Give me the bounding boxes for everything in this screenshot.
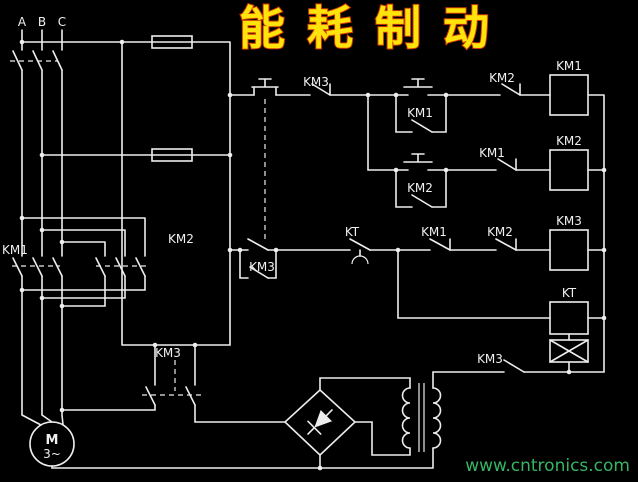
power-circuit: A B C KM1 KM2 M 3~ <box>2 15 194 467</box>
start-button-forward <box>403 78 433 88</box>
km1-coil-label: KM1 <box>556 59 582 73</box>
km1-main-label: KM1 <box>2 243 28 257</box>
kt-delay-box <box>549 339 589 363</box>
km2-main-contacts: KM2 <box>95 232 194 277</box>
km1-interlock-label: KM1 <box>479 146 505 160</box>
bridge-rectifier <box>283 388 357 457</box>
phase-c-label: C <box>58 15 66 29</box>
km1-selfhold-contact: KM1 <box>407 106 433 133</box>
brake-wires <box>51 344 434 469</box>
fuse-1 <box>151 35 193 49</box>
km3-coil-label: KM3 <box>556 214 582 228</box>
km3-interlock-row1: KM3 <box>303 75 331 96</box>
km1-coil: KM1 <box>549 59 589 116</box>
diode-icon <box>307 409 333 435</box>
kt-coil: KT <box>549 286 589 363</box>
km2-interlock-label: KM2 <box>489 71 515 85</box>
fuse-2 <box>151 148 193 162</box>
km3-transformer-contact: KM3 <box>477 352 525 373</box>
km1-main-contacts: KM1 <box>2 243 63 277</box>
km2-selfhold-contact: KM2 <box>407 181 433 208</box>
kt-coil-label: KT <box>562 286 577 300</box>
knife-switch <box>10 50 63 71</box>
power-wires <box>21 29 146 426</box>
page-title: 能耗制动 <box>239 1 511 55</box>
phase-a-label: A <box>18 15 27 29</box>
transformer <box>401 383 442 452</box>
km3-transformer-label: KM3 <box>477 352 503 366</box>
motor-letter: M <box>46 433 59 448</box>
transformer-primary-winding <box>432 387 442 449</box>
km2-interlock-row3: KM2 <box>487 225 517 251</box>
transformer-core <box>418 383 425 452</box>
km3-selfhold-contact: KM3 <box>249 260 275 279</box>
transformer-secondary-winding <box>401 387 411 449</box>
km3-dc-contacts: KM3 <box>142 346 204 406</box>
motor: M 3~ <box>29 421 75 467</box>
rectifier-diamond <box>283 388 357 457</box>
brake-button-contact <box>247 238 269 251</box>
km1-interlock-row3: KM1 <box>421 225 451 251</box>
km2-coil-label: KM2 <box>556 134 582 148</box>
km3-coil-symbol <box>549 229 589 271</box>
kt-delay-contact: KT <box>345 225 371 265</box>
motor-phases: 3~ <box>43 447 61 461</box>
km3-dc-label: KM3 <box>155 346 181 360</box>
km2-selfhold-label: KM2 <box>407 181 433 195</box>
phase-b-label: B <box>38 15 46 29</box>
km2-coil-symbol <box>549 149 589 191</box>
km3-interlock-label: KM3 <box>303 75 329 89</box>
km1-interlock-row2: KM1 <box>479 146 517 171</box>
km2-interlock-row3-label: KM2 <box>487 225 513 239</box>
km3-coil: KM3 <box>549 214 589 271</box>
stop-button <box>251 78 279 240</box>
km1-selfhold-label: KM1 <box>407 106 433 120</box>
control-wires <box>21 41 605 389</box>
km1-interlock-row3-label: KM1 <box>421 225 447 239</box>
watermark: www.cntronics.com <box>465 456 630 476</box>
junction-dots <box>19 39 607 471</box>
kt-coil-symbol <box>549 301 589 335</box>
km2-interlock-row1: KM2 <box>489 71 521 96</box>
start-button-reverse <box>403 153 433 163</box>
km3-selfhold-label: KM3 <box>249 260 275 274</box>
km2-main-label: KM2 <box>168 232 194 246</box>
km2-coil: KM2 <box>549 134 589 191</box>
kt-contact-label: KT <box>345 225 360 239</box>
km1-coil-symbol <box>549 74 589 116</box>
